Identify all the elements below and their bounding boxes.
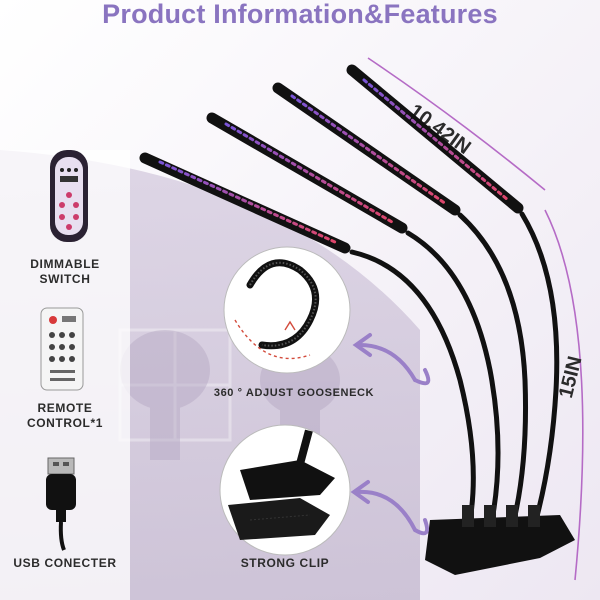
remote-control-icon	[40, 307, 84, 391]
dimmable-switch-icon	[50, 150, 88, 242]
light-bar-4	[346, 64, 560, 523]
dimmable-switch-line1: DIMMABLE	[30, 257, 100, 271]
usb-icon	[46, 457, 76, 551]
remote-control-line1: REMOTE	[37, 401, 93, 415]
clip-label: STRONG CLIP	[240, 556, 330, 570]
remote-control-line2: CONTROL*1	[26, 416, 104, 430]
dimmable-switch-label: DIMMABLE SWITCH	[0, 257, 130, 287]
usb-label: USB CONECTER	[13, 556, 117, 570]
dimmable-switch-line2: SWITCH	[39, 272, 91, 286]
light-bar-2	[206, 112, 501, 523]
light-bar-1	[139, 152, 476, 523]
page-title: Product Information&Features	[102, 0, 498, 29]
light-length-arc	[367, 57, 546, 191]
remote-control-label: REMOTE CONTROL*1	[0, 401, 130, 431]
gooseneck-label: 360 ° ADJUST GOOSENECK	[213, 387, 375, 399]
light-bar-3	[272, 82, 529, 523]
gooseneck-length-arc	[544, 209, 584, 581]
base-clip	[425, 505, 575, 575]
